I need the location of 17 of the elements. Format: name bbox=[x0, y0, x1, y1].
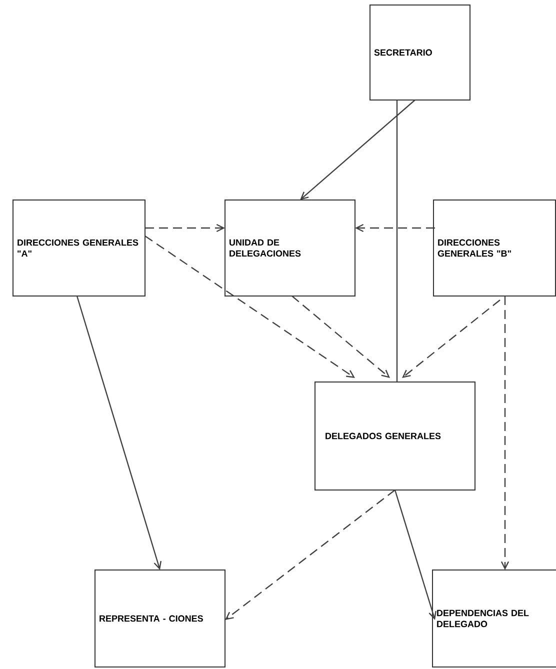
arrow bbox=[500, 296, 510, 570]
org-box: UNIDAD DE DELEGACIONES bbox=[224, 200, 356, 296]
arrow bbox=[225, 490, 396, 620]
org-box: DIRECCIONES GENERALES "B" bbox=[433, 200, 556, 296]
org-box: REPRESENTA - CIONES bbox=[94, 570, 226, 668]
arrow bbox=[394, 490, 436, 620]
arrow bbox=[355, 224, 435, 232]
arrow bbox=[144, 236, 355, 378]
org-box: DEPENDENCIAS DEL DELEGADO bbox=[432, 570, 556, 668]
org-box: SECRETARIO bbox=[370, 4, 470, 100]
org-box: DIRECCIONES GENERALES "A" bbox=[12, 200, 146, 296]
arrow bbox=[76, 296, 162, 570]
arrow bbox=[145, 224, 225, 232]
arrow bbox=[402, 300, 500, 378]
arrow bbox=[292, 296, 390, 378]
org-box: DELEGADOS GENERALES bbox=[314, 382, 476, 490]
arrow bbox=[300, 100, 416, 200]
